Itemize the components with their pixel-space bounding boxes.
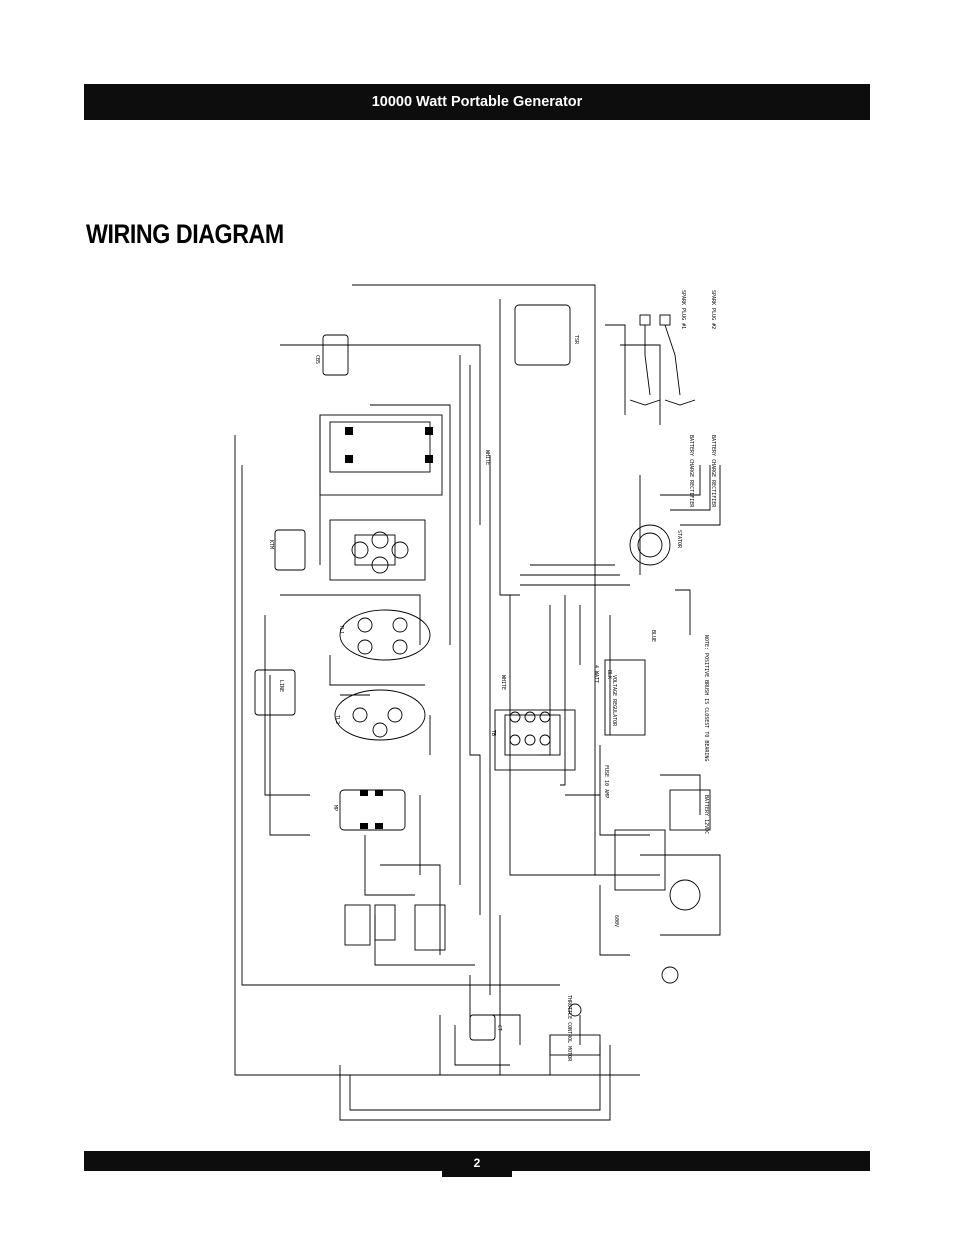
label-stator: STATOR [676,530,682,549]
page-number: 2 [442,1151,512,1177]
header-bar: 10000 Watt Portable Generator [84,84,870,120]
label-white-1: WHITE [484,450,490,465]
label-tl2: TL2 [334,715,340,724]
label-ktm: KTM [268,540,274,549]
label-fuse: FUSE 10 AMP [603,765,609,798]
label-line: LINE [278,680,284,692]
label-mp: MP [332,805,338,811]
label-blue: BLUE [650,630,656,642]
header-title: 10000 Watt Portable Generator [371,94,583,110]
page-title: WIRING DIAGRAM [86,219,284,249]
label-note: NOTE: POSITIVE BRUSH IS CLOSEST TO BEARI… [703,635,709,761]
label-throttle: THROTTLE CONTROL MOTOR [566,995,572,1062]
label-cb5: CB5 [314,355,320,364]
label-600v: 600V [613,915,619,927]
wiring-diagram: CB5 TSR KTM STATOR SPARK PLUG #1 SPARK P… [234,284,721,1121]
label-tb: TB [490,730,496,736]
label-regulator: VOLTAGE REGULATOR [611,675,617,727]
label-spark-2: SPARK PLUG #2 [710,290,716,329]
label-battery: BATTERY 12VDC [703,795,709,834]
label-rectifier-2: BATTERY CHARGE RECTIFIER [710,435,716,508]
label-blk: BLK [606,670,612,679]
label-4watt: 4 WATT [593,665,599,683]
label-white-2: WHITE [500,675,506,690]
label-rectifier-1: BATTERY CHARGE RECTIFIER [688,435,694,508]
label-tl1: TL1 [338,625,344,634]
label-spark-1: SPARK PLUG #1 [680,290,686,329]
label-ct: CT [496,1025,502,1031]
label-tsr: TSR [573,335,579,345]
